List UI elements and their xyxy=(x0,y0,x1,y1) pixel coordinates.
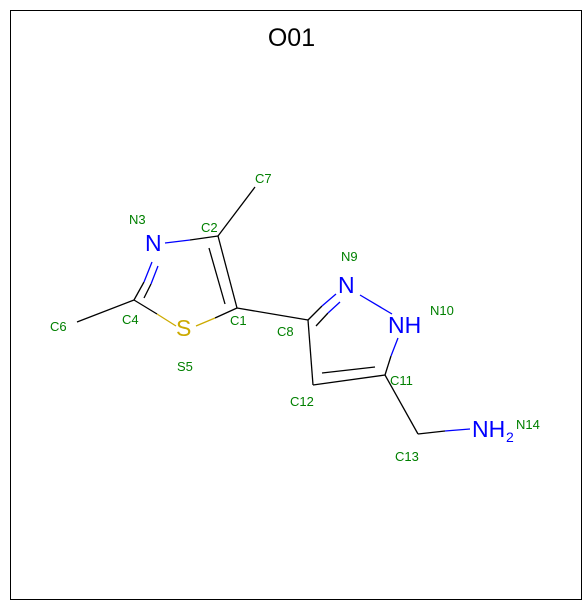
element-n3: N xyxy=(145,230,162,256)
element-n9: N xyxy=(338,272,355,298)
element-n14: NH xyxy=(472,416,505,442)
bond-n9-n10 xyxy=(359,294,393,315)
atom-id-c4: C4 xyxy=(122,312,139,327)
bond-c11-c12 xyxy=(312,366,386,386)
bonds xyxy=(76,186,471,435)
element-labels: N S N NH NH 2 xyxy=(145,230,514,445)
bond-n10-c11 xyxy=(384,337,399,376)
atom-id-c6: C6 xyxy=(50,319,67,334)
bond-c6-c4 xyxy=(76,299,135,323)
atom-id-c7: C7 xyxy=(255,171,272,186)
bond-c4-n3 xyxy=(133,261,159,301)
atom-id-c11: C11 xyxy=(390,373,413,388)
bond-c11-c13 xyxy=(384,374,419,435)
atom-id-c2: C2 xyxy=(201,220,218,235)
atom-id-n3: N3 xyxy=(129,212,146,227)
atom-id-n14: N14 xyxy=(516,417,540,432)
bond-n3-c2 xyxy=(164,235,219,244)
atom-id-s5: S5 xyxy=(177,359,193,374)
diagram-frame xyxy=(10,10,582,600)
atom-id-n10: N10 xyxy=(430,303,454,318)
atom-id-c1: C1 xyxy=(230,313,247,328)
bond-c1-c8 xyxy=(236,307,309,321)
bond-c8-n9 xyxy=(307,293,341,327)
element-n14-subscript: 2 xyxy=(506,429,514,445)
atom-id-c8: C8 xyxy=(277,324,294,339)
bond-c12-c8 xyxy=(307,319,314,386)
bond-c2-c1 xyxy=(208,235,238,309)
atom-id-n9: N9 xyxy=(341,249,358,264)
atom-id-labels: C1 C2 N3 C4 S5 C6 C7 C8 N9 N10 C11 C12 C… xyxy=(50,171,540,464)
bond-c2-c7 xyxy=(217,186,256,237)
element-n10: NH xyxy=(388,312,421,338)
element-s5: S xyxy=(176,315,191,341)
atom-id-c13: C13 xyxy=(395,449,419,464)
molecule-title: O01 xyxy=(267,24,316,52)
molecule-diagram: N S N NH NH 2 C1 C2 N3 C4 S5 C6 C7 C8 N9… xyxy=(50,171,540,464)
bond-c1-s5 xyxy=(195,307,238,327)
bond-s5-c4 xyxy=(133,299,177,327)
bond-c13-n14 xyxy=(417,428,471,435)
atom-id-c12: C12 xyxy=(290,394,314,409)
